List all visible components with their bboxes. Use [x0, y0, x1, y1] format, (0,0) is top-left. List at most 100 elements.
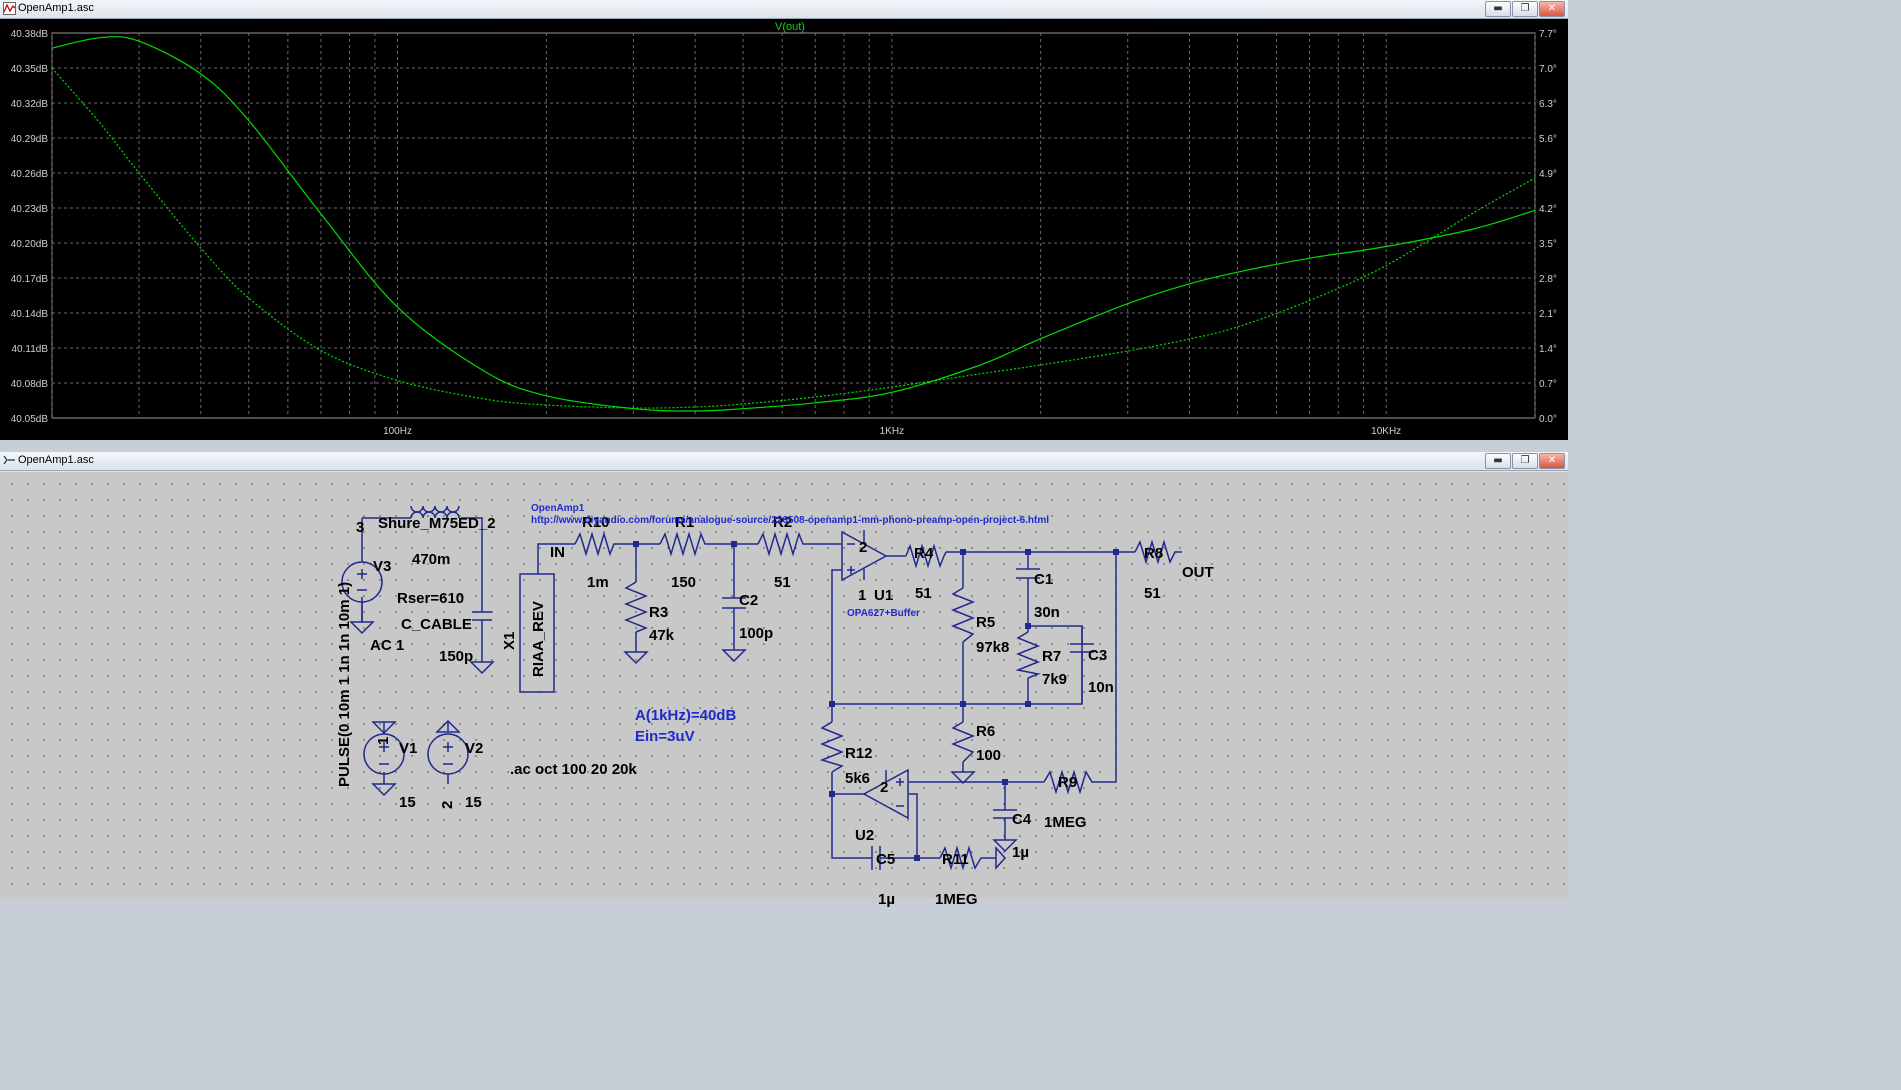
r5-label[interactable]: R5: [976, 614, 995, 631]
restore-button[interactable]: ❐: [1512, 453, 1538, 469]
resistor-r9[interactable]: [1043, 769, 1095, 795]
r8-label[interactable]: R8: [1144, 545, 1163, 562]
v2-value[interactable]: 15: [465, 794, 482, 811]
minimize-button[interactable]: ▬: [1485, 1, 1511, 17]
r9-value[interactable]: 1MEG: [1044, 814, 1087, 831]
r2-value[interactable]: 51: [774, 574, 791, 591]
capacitor-c-cable[interactable]: [472, 611, 492, 662]
u1-label[interactable]: U1: [874, 587, 893, 604]
pulse-source-label[interactable]: PULSE(0 10m 1 1n 1n 10m 1): [336, 582, 353, 787]
ground-symbol: [624, 651, 648, 664]
u1-model-label[interactable]: OPA627+Buffer: [847, 608, 920, 619]
v1-value[interactable]: 15: [399, 794, 416, 811]
r4-label[interactable]: R4: [914, 545, 934, 562]
c4-label[interactable]: C4: [1012, 811, 1032, 828]
r10-value[interactable]: 1m: [587, 574, 609, 591]
r4-value[interactable]: 51: [915, 585, 932, 602]
rser-label[interactable]: Rser=610: [397, 590, 464, 607]
resistor-r11[interactable]: [939, 845, 986, 871]
resistor-r8[interactable]: [1134, 539, 1178, 565]
c1-label[interactable]: C1: [1034, 571, 1053, 588]
resistor-r12[interactable]: [819, 721, 845, 773]
r3-label[interactable]: R3: [649, 604, 668, 621]
resistor-r2[interactable]: [757, 531, 806, 557]
v2-label[interactable]: V2: [465, 740, 483, 757]
out-net-label[interactable]: OUT: [1182, 564, 1214, 581]
r9-label[interactable]: R9: [1058, 774, 1077, 791]
c2-value[interactable]: 100p: [739, 625, 773, 642]
schematic-titlebar[interactable]: OpenAmp1.asc ▬ ❐ ✕: [0, 452, 1568, 471]
comment-title[interactable]: OpenAmp1: [531, 503, 585, 514]
r12-value[interactable]: 5k6: [845, 770, 870, 787]
r7-value[interactable]: 7k9: [1042, 671, 1067, 688]
ac-directive[interactable]: .ac oct 100 20 20k: [510, 761, 637, 778]
c4-value[interactable]: 1µ: [1012, 844, 1029, 861]
comment-url[interactable]: http://www.diyaudio.com/forums/analogue-…: [531, 515, 1049, 526]
shure-label[interactable]: Shure_M75ED_2: [378, 515, 496, 532]
r1-value[interactable]: 150: [671, 574, 696, 591]
capacitor-c2[interactable]: [722, 597, 746, 609]
voltage-source-v3[interactable]: [341, 542, 383, 622]
r2-label[interactable]: R2: [773, 514, 792, 531]
x1-label[interactable]: X1: [501, 632, 518, 650]
resistor-r10[interactable]: [574, 531, 618, 557]
plot-titlebar[interactable]: OpenAmp1.asc ▬ ❐ ✕: [0, 0, 1568, 19]
r11-label[interactable]: R11: [942, 851, 969, 868]
close-button[interactable]: ✕: [1539, 453, 1565, 469]
opamp-u2[interactable]: [862, 768, 909, 820]
ac-label[interactable]: AC 1: [370, 637, 404, 654]
c2-label[interactable]: C2: [739, 592, 758, 609]
restore-button[interactable]: ❐: [1512, 1, 1538, 17]
v3-label[interactable]: V3: [373, 558, 391, 575]
capacitor-c5[interactable]: [871, 846, 881, 870]
capacitor-c1[interactable]: [1016, 568, 1040, 579]
r11-value[interactable]: 1MEG: [935, 891, 978, 908]
resistor-r5[interactable]: [950, 587, 976, 643]
c5-value[interactable]: 1µ: [878, 891, 895, 908]
r6-value[interactable]: 100: [976, 747, 1001, 764]
close-button[interactable]: ✕: [1539, 1, 1565, 17]
c5-label[interactable]: C5: [876, 851, 895, 868]
resistor-r1[interactable]: [659, 531, 708, 557]
r1-label[interactable]: R1: [675, 514, 694, 531]
gain-comment[interactable]: A(1kHz)=40dB: [635, 707, 736, 724]
r6-label[interactable]: R6: [976, 723, 995, 740]
opamp-u1[interactable]: [841, 530, 888, 582]
c1-value[interactable]: 30n: [1034, 604, 1060, 621]
riaa-label[interactable]: RIAA_REV: [530, 601, 547, 677]
wire: [1095, 552, 1117, 783]
r7-label[interactable]: R7: [1042, 648, 1061, 665]
riaa-rev-block[interactable]: [519, 573, 555, 693]
in-net-label[interactable]: IN: [550, 544, 565, 561]
capacitor-c4[interactable]: [993, 809, 1017, 819]
r8-value[interactable]: 51: [1144, 585, 1161, 602]
capacitor-c3[interactable]: [1070, 643, 1094, 653]
cartridge-inductor[interactable]: [410, 505, 460, 519]
v1-label[interactable]: V1: [399, 740, 417, 757]
resistor-r7[interactable]: [1015, 631, 1041, 679]
c-cable-label[interactable]: C_CABLE: [401, 616, 472, 633]
schematic-window-title: OpenAmp1.asc: [18, 454, 94, 466]
r12-label[interactable]: R12: [845, 745, 873, 762]
y-tick-label-left: 40.23dB: [11, 204, 49, 215]
schematic-canvas[interactable]: PULSE(0 10m 1 1n 1n 10m 1) 3 V3 AC 1 Shu…: [0, 472, 1568, 908]
u2-label[interactable]: U2: [855, 827, 874, 844]
r3-value[interactable]: 47k: [649, 627, 675, 644]
noise-comment[interactable]: Ein=3uV: [635, 728, 695, 745]
resistor-r3[interactable]: [623, 581, 649, 633]
y-tick-label-left: 40.35dB: [11, 64, 49, 75]
c3-label[interactable]: C3: [1088, 647, 1107, 664]
c3-value[interactable]: 10n: [1088, 679, 1114, 696]
inductance-label[interactable]: 470m: [412, 551, 450, 568]
c-cable-value[interactable]: 150p: [439, 648, 473, 665]
voltage-source-v1[interactable]: [363, 722, 405, 775]
voltage-source-v2[interactable]: [427, 733, 469, 784]
resistor-r6[interactable]: [950, 721, 976, 763]
minimize-button[interactable]: ▬: [1485, 453, 1511, 469]
trace-name-label[interactable]: V(out): [775, 21, 805, 33]
r10-label[interactable]: R10: [582, 514, 610, 531]
junction-dots: [633, 541, 1119, 861]
r5-value[interactable]: 97k8: [976, 639, 1009, 656]
resistor-r4[interactable]: [905, 543, 947, 569]
